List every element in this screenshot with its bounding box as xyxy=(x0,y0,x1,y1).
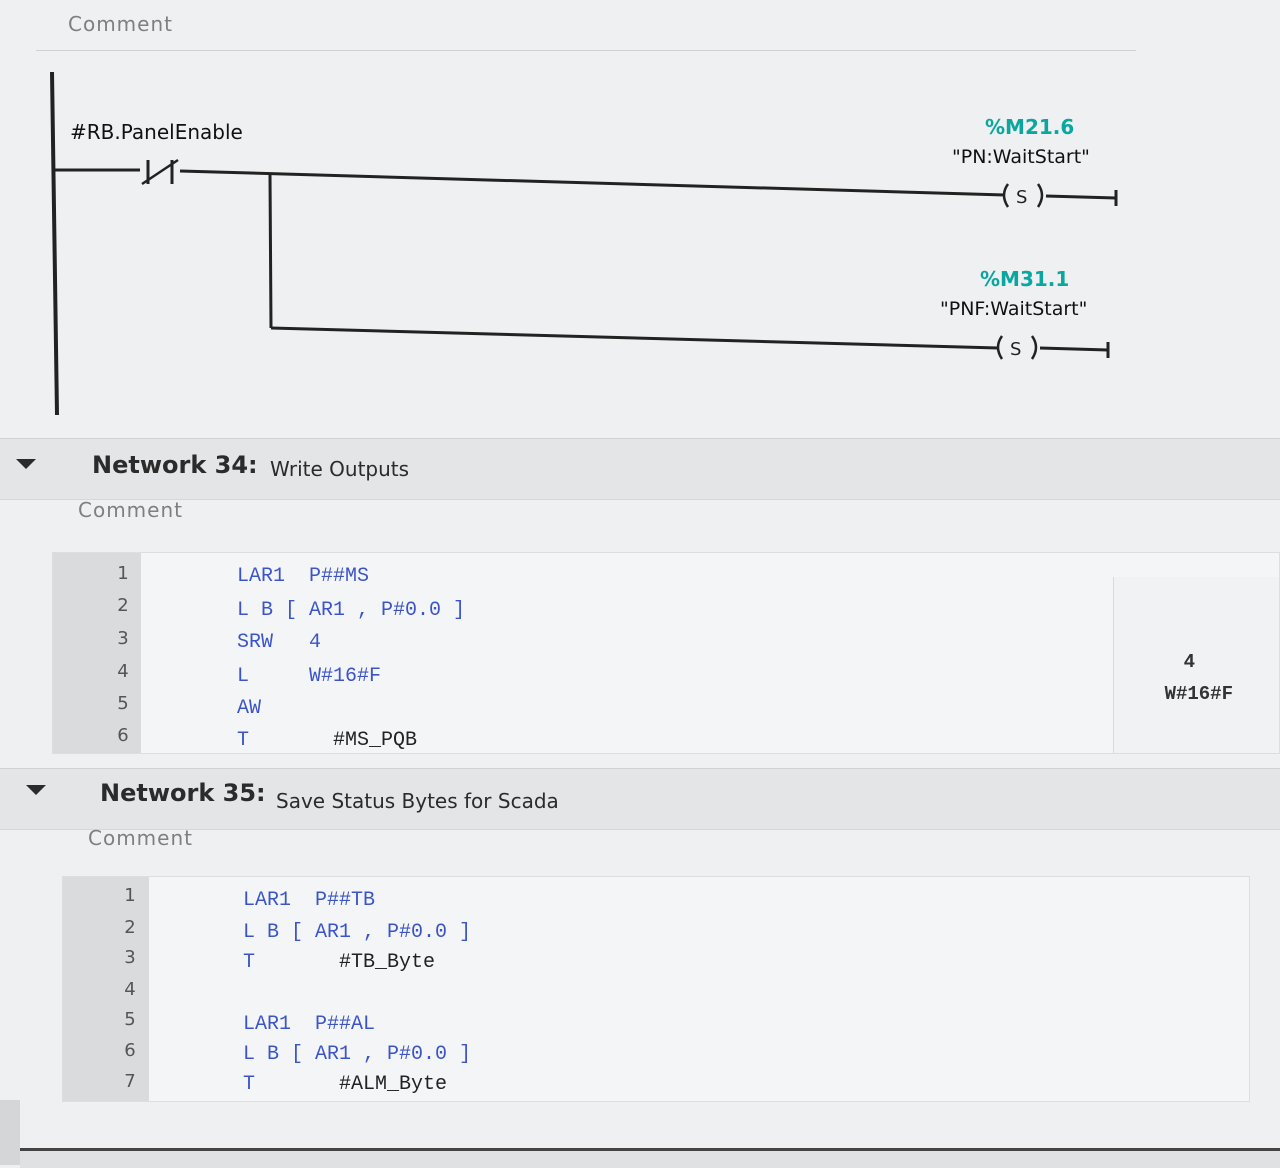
line-number: 1 xyxy=(117,563,129,584)
network-description[interactable]: Save Status Bytes for Scada xyxy=(276,789,559,813)
code-line[interactable]: L W#16#F xyxy=(237,665,382,688)
network-description[interactable]: Write Outputs xyxy=(270,457,410,481)
line-number: 3 xyxy=(117,628,129,649)
status-value: 4 xyxy=(1183,651,1195,673)
code-line[interactable]: LAR1 P##MS xyxy=(237,565,370,588)
svg-text:S: S xyxy=(1016,187,1027,208)
line-number: 1 xyxy=(124,885,136,906)
code-line[interactable]: AW xyxy=(237,697,262,720)
network34-comment[interactable]: Comment xyxy=(78,498,183,522)
network-title: Network 35: xyxy=(100,779,266,807)
code-line[interactable]: L B [ AR1 , P#0.0 ] xyxy=(243,1043,472,1066)
line-number: 4 xyxy=(117,661,129,682)
line-number: 5 xyxy=(117,693,129,714)
line-number-gutter xyxy=(63,877,149,1101)
contact-operand[interactable]: #RB.PanelEnable xyxy=(70,120,243,144)
network35-header[interactable]: Network 35: Save Status Bytes for Scada xyxy=(0,768,1280,830)
code-line[interactable]: SRW 4 xyxy=(237,631,322,654)
coil-symbol[interactable]: "PNF:WaitStart" xyxy=(940,298,1088,320)
code-line[interactable]: T #ALM_Byte xyxy=(243,1073,448,1096)
collapse-arrow-icon[interactable] xyxy=(16,459,36,469)
code-line[interactable]: T #TB_Byte xyxy=(243,951,436,974)
line-number: 3 xyxy=(124,947,136,968)
line-number: 7 xyxy=(124,1071,136,1092)
network33-comment[interactable]: Comment xyxy=(68,12,173,36)
comment-divider xyxy=(36,50,1136,51)
ladder-diagram: S S xyxy=(50,71,1118,416)
svg-text:S: S xyxy=(1010,339,1021,360)
network-title: Network 34: xyxy=(92,451,258,479)
network35-comment[interactable]: Comment xyxy=(88,826,193,850)
coil-address[interactable]: %M31.1 xyxy=(980,267,1070,291)
line-number: 4 xyxy=(124,979,136,1000)
status-value: W#16#F xyxy=(1164,683,1233,705)
line-number: 5 xyxy=(124,1009,136,1030)
line-number: 2 xyxy=(117,595,129,616)
code-line[interactable]: L B [ AR1 , P#0.0 ] xyxy=(237,599,466,622)
line-number-gutter xyxy=(53,553,141,753)
code-line[interactable]: LAR1 P##AL xyxy=(243,1013,376,1036)
set-coil-icon: S xyxy=(996,335,1110,360)
set-coil-icon: S xyxy=(1002,183,1118,208)
status-column xyxy=(1113,577,1279,753)
left-margin-bar xyxy=(0,1100,20,1165)
nc-contact-icon xyxy=(141,158,179,186)
line-number: 6 xyxy=(124,1040,136,1061)
code-line[interactable]: LAR1 P##TB xyxy=(243,889,376,912)
line-number: 2 xyxy=(124,917,136,938)
code-line[interactable]: T #MS_PQB xyxy=(237,729,418,752)
line-number: 6 xyxy=(117,725,129,746)
bottom-scroll-area[interactable] xyxy=(20,1148,1280,1168)
stl-code-editor[interactable]: 1 2 3 4 5 6 LAR1 P##MS L B [ AR1 , P#0.0… xyxy=(52,552,1280,754)
stl-code-editor[interactable]: 1 2 3 4 5 6 7 LAR1 P##TB L B [ AR1 , P#0… xyxy=(62,876,1250,1102)
coil-address[interactable]: %M21.6 xyxy=(985,115,1075,139)
network34-header[interactable]: Network 34: Write Outputs xyxy=(0,438,1280,500)
coil-symbol[interactable]: "PN:WaitStart" xyxy=(952,146,1090,168)
code-line[interactable]: L B [ AR1 , P#0.0 ] xyxy=(243,921,472,944)
collapse-arrow-icon[interactable] xyxy=(26,785,46,795)
